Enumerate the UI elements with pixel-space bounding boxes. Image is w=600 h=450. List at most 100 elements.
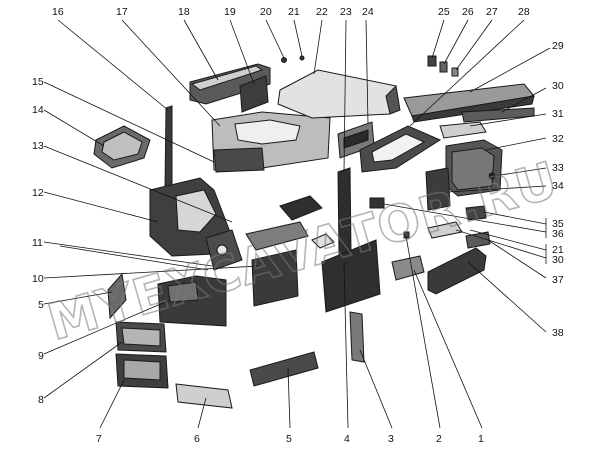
callout-5-bottom: 5 [286,433,292,445]
leader-23 [343,19,347,173]
part-1-switch-block [391,255,425,281]
part-32-face [451,147,495,191]
callout-13: 13 [32,140,44,152]
part-38-rail [427,247,487,295]
part-14-tray-inner [101,131,143,161]
part-22-roof [277,69,397,119]
callout-21-right: 21 [552,244,564,256]
callout-34: 34 [552,180,564,192]
leader-28 [409,19,525,127]
callout-12: 12 [32,187,44,199]
leader-9 [43,299,171,355]
callout-11: 11 [32,237,43,249]
leader-lines [43,19,551,429]
leader-18 [183,19,219,81]
leader-34 [447,185,547,193]
callout-18: 18 [178,6,190,18]
leader-30b [455,229,547,259]
leader-26 [443,19,469,65]
part-19-panel [239,75,269,113]
leader-35 [483,211,547,225]
callout-3: 3 [388,433,394,445]
part-3-bracket [349,311,365,363]
callout-2: 2 [436,433,442,445]
callout-19: 19 [224,6,236,18]
part-31-bracket [439,121,487,139]
leader-21 [293,19,303,57]
part-26-clip [439,61,448,73]
leader-12 [43,191,159,223]
leader-36 [383,203,547,233]
callout-20: 20 [260,6,272,18]
callout-10: 10 [32,273,44,285]
watermark-text: MYEXCAVATOR.RU [42,151,565,352]
part-22-edge [385,84,401,115]
callout-36: 36 [552,228,564,240]
callout-26: 26 [462,6,474,18]
callout-35: 35 [552,218,564,230]
leader-15 [43,81,215,163]
leader-6 [197,397,207,429]
leader-32 [485,137,547,151]
part-28-opening [371,133,426,163]
callout-28: 28 [518,6,530,18]
part-4-panel-upper [251,249,299,307]
callout-17: 17 [116,6,128,18]
leader-27 [455,19,493,71]
leader-19 [229,19,255,85]
leader-11 [43,241,213,267]
part-21-fastener [299,55,305,61]
part-7-inner [123,359,161,381]
part-29-beam-shadow [411,95,535,123]
callout-21: 21 [288,6,300,18]
part-6-plate [175,383,233,409]
callout-37: 37 [552,274,564,286]
leader-25 [431,19,445,59]
leader-30 [501,87,547,113]
leader-33 [493,167,547,177]
callout-29: 29 [552,40,564,52]
callout-4: 4 [344,433,350,445]
callout-23: 23 [340,6,352,18]
callout-6: 6 [194,433,200,445]
callout-7: 7 [96,433,102,445]
callout-16: 16 [52,6,64,18]
part-5-strip [107,272,127,320]
leader-20 [265,19,285,59]
leader-21b [469,229,547,251]
leader-5b [287,367,291,429]
part-17-window [234,119,301,145]
callout-22: 22 [316,6,328,18]
part-12-cutout [175,189,217,233]
callout-1: 1 [478,433,484,445]
leader-1 [413,269,483,429]
leader-31 [469,113,547,127]
leader-5a [43,291,113,305]
callout-38: 38 [552,327,564,339]
leader-4 [343,261,349,429]
leader-38 [467,261,547,333]
part-18-trim-top [190,65,264,91]
part-small-plate [311,233,335,249]
part-4-panel [321,239,381,313]
callout-15: 15 [32,76,44,88]
callout-labels: 16 17 18 19 20 21 22 23 24 25 26 27 28 2… [32,6,564,445]
leader-13 [43,145,233,223]
callout-14: 14 [32,104,44,116]
part-9-recess [167,281,199,303]
callout-8: 8 [38,394,44,406]
callout-5-left: 5 [38,299,44,311]
callout-32: 32 [552,133,564,145]
part-5-base-plate [249,351,319,387]
callout-30-right: 30 [552,254,564,266]
leader-29 [469,47,551,93]
leader-10 [43,265,259,279]
part-27-clip [451,67,459,77]
leader-3 [359,349,393,429]
part-20-fastener [281,57,287,63]
callout-30: 30 [552,80,564,92]
part-34-box [425,167,451,211]
leader-8 [43,341,123,399]
